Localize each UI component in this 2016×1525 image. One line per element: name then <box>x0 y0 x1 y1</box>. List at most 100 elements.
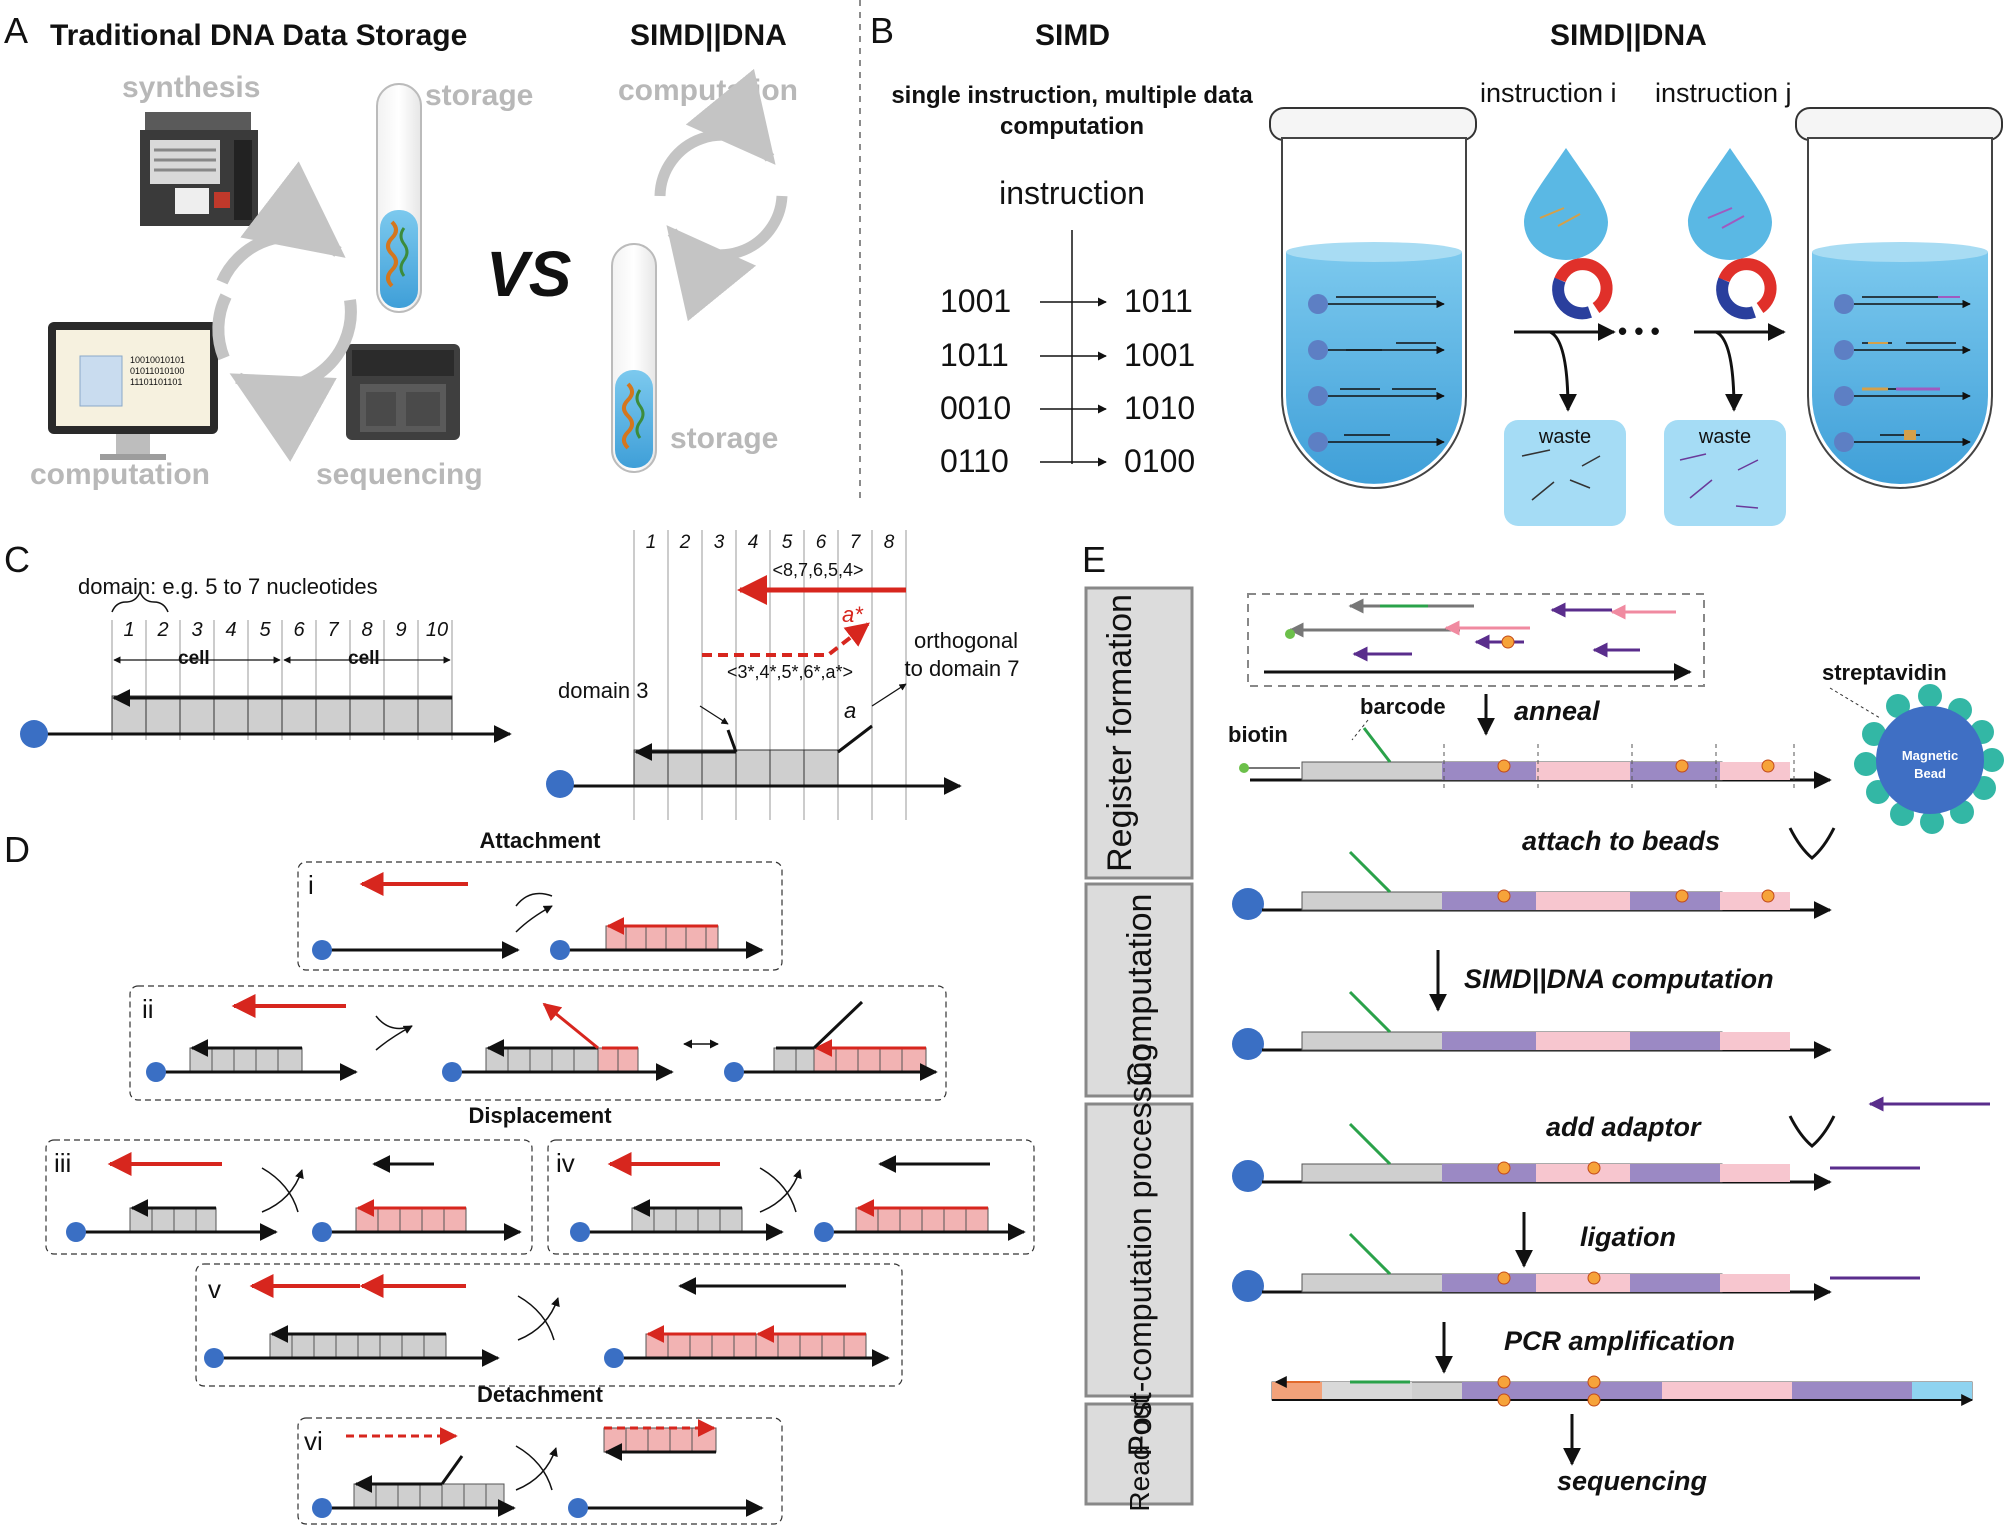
stage-post-computation: Post-computation processing <box>1122 1044 1158 1457</box>
cell-number: 9 <box>395 619 406 641</box>
storage-tube-icon <box>376 83 422 313</box>
label-simd-computation: computation <box>618 74 798 107</box>
waste-label-right: waste <box>1698 426 1751 448</box>
reaction-v <box>204 1274 890 1368</box>
top-number: 3 <box>714 532 725 553</box>
label-simd-storage: storage <box>670 422 778 455</box>
flow-arrows <box>1514 323 1786 412</box>
input-value: 1011 <box>940 337 1009 373</box>
attachment-heading: Attachment <box>479 828 601 853</box>
displacement-heading: Displacement <box>468 1103 612 1128</box>
cycle-arrows <box>212 161 357 462</box>
strand-pool <box>1247 593 1705 687</box>
bead-text-1: Magnetic <box>1902 748 1958 763</box>
box-label: iii <box>54 1148 71 1178</box>
pcr-product <box>1271 1375 1974 1407</box>
top-number: 8 <box>884 532 895 553</box>
cell-number: 10 <box>426 619 448 641</box>
dashed-strand-label: <3*,4*,5*,6*,a*> <box>727 662 853 682</box>
domain-brace <box>111 589 169 613</box>
panel-e: E Register formation Computation Post-co… <box>1082 539 2004 1512</box>
box-labels: i ii iii iv v vi <box>54 870 575 1456</box>
instruction-label: instruction <box>999 175 1145 211</box>
sequencer-icon <box>346 344 460 440</box>
top-number: 7 <box>850 532 862 553</box>
cell-number: 6 <box>293 619 305 641</box>
streptavidin-pointer <box>1829 687 1881 719</box>
panel-letter-e: E <box>1082 539 1106 580</box>
register-row-1 <box>1239 727 1832 790</box>
output-value: 1001 <box>1124 337 1195 373</box>
reaction-iii <box>66 1152 522 1242</box>
panel-a-simd-title: SIMD||DNA <box>630 19 787 52</box>
domain-note: domain: e.g. 5 to 7 nucleotides <box>78 574 378 599</box>
label-synthesis: synthesis <box>122 71 260 104</box>
panel-letter-b: B <box>870 10 894 51</box>
dashed-red-strand <box>702 622 870 657</box>
cell-number: 4 <box>225 619 236 641</box>
lower-register <box>546 724 962 798</box>
top-numbers: 1 2 3 4 5 6 7 8 <box>646 532 895 553</box>
top-number: 1 <box>646 532 657 553</box>
step-add-adaptor: add adaptor <box>1546 1112 1702 1142</box>
panel-letter-a: A <box>4 10 28 51</box>
input-value: 1001 <box>940 283 1011 319</box>
instruction-j-label: instruction j <box>1655 78 1792 108</box>
a-label: a <box>844 698 856 723</box>
stage-read-out: Read-out <box>1124 1396 1155 1511</box>
binary-line-2: 01011010100 <box>130 366 184 376</box>
label-storage: storage <box>425 79 533 112</box>
synthesizer-machine-icon <box>140 112 258 226</box>
magnet-icon <box>1716 258 1777 320</box>
instruction-i-label: instruction i <box>1480 78 1617 108</box>
barcode-label: barcode <box>1360 694 1446 719</box>
instruction-i-droplet-icon <box>1524 148 1608 260</box>
input-value: 0110 <box>940 443 1009 479</box>
domain3-label: domain 3 <box>558 678 649 703</box>
orthogonal-pointer <box>871 683 907 707</box>
simd-storage-tube-icon <box>611 243 657 473</box>
panel-b: B SIMD single instruction, multiple data… <box>870 10 2003 526</box>
box-label: iv <box>556 1148 575 1178</box>
binary-line-1: 10010010101 <box>130 355 185 365</box>
stage-column: Register formation Computation Post-comp… <box>1084 586 1194 1512</box>
register-row-2 <box>1232 850 1832 920</box>
step-anneal: anneal <box>1514 696 1600 726</box>
step-ligation: ligation <box>1580 1222 1676 1252</box>
step-attach: attach to beads <box>1522 826 1720 856</box>
panel-a: A Traditional DNA Data Storage synthesis… <box>4 10 798 491</box>
orthogonal-label-2: to domain 7 <box>905 656 1020 681</box>
stage-register-formation: Register formation <box>1101 594 1139 872</box>
cell-label-2: cell <box>348 648 380 669</box>
magnet-icon <box>1552 258 1613 320</box>
input-value: 0010 <box>940 390 1011 426</box>
cell-numbers: 1 2 3 4 5 6 7 8 9 10 <box>123 619 448 641</box>
barcode-pointer <box>1351 719 1369 741</box>
box-label: ii <box>142 994 154 1024</box>
top-number: 4 <box>748 532 759 553</box>
register-row-5 <box>1232 1232 1920 1302</box>
simd-subtitle-2: computation <box>1000 113 1144 140</box>
computer-icon: 10010010101 01011010100 11101101101 <box>48 322 218 460</box>
magnetic-bead-icon: Magnetic Bead <box>1854 684 2004 834</box>
simd-rows: 1001 1011 0010 0110 1011 1001 1010 0100 <box>940 283 1195 479</box>
waste-label-left: waste <box>1538 426 1591 448</box>
step-computation: SIMD||DNA computation <box>1464 964 1774 994</box>
simd-title: SIMD <box>1035 19 1110 52</box>
cell-number: 1 <box>123 619 134 641</box>
reaction-ii <box>146 994 938 1082</box>
streptavidin-label: streptavidin <box>1822 660 1947 685</box>
reaction-i <box>312 872 764 960</box>
step-sequencing: sequencing <box>1557 1466 1708 1496</box>
register-row-4 <box>1232 1122 1920 1192</box>
continuation-dots: • • • <box>1618 316 1660 346</box>
adaptor-merge <box>1788 1115 1836 1148</box>
box-label: vi <box>304 1426 323 1456</box>
output-value: 0100 <box>1124 443 1195 479</box>
reaction-boxes <box>45 861 1035 1525</box>
top-number: 2 <box>679 532 691 553</box>
a-star-label: a* <box>842 602 864 627</box>
cell-number: 7 <box>327 619 339 641</box>
label-computation: computation <box>30 458 210 491</box>
